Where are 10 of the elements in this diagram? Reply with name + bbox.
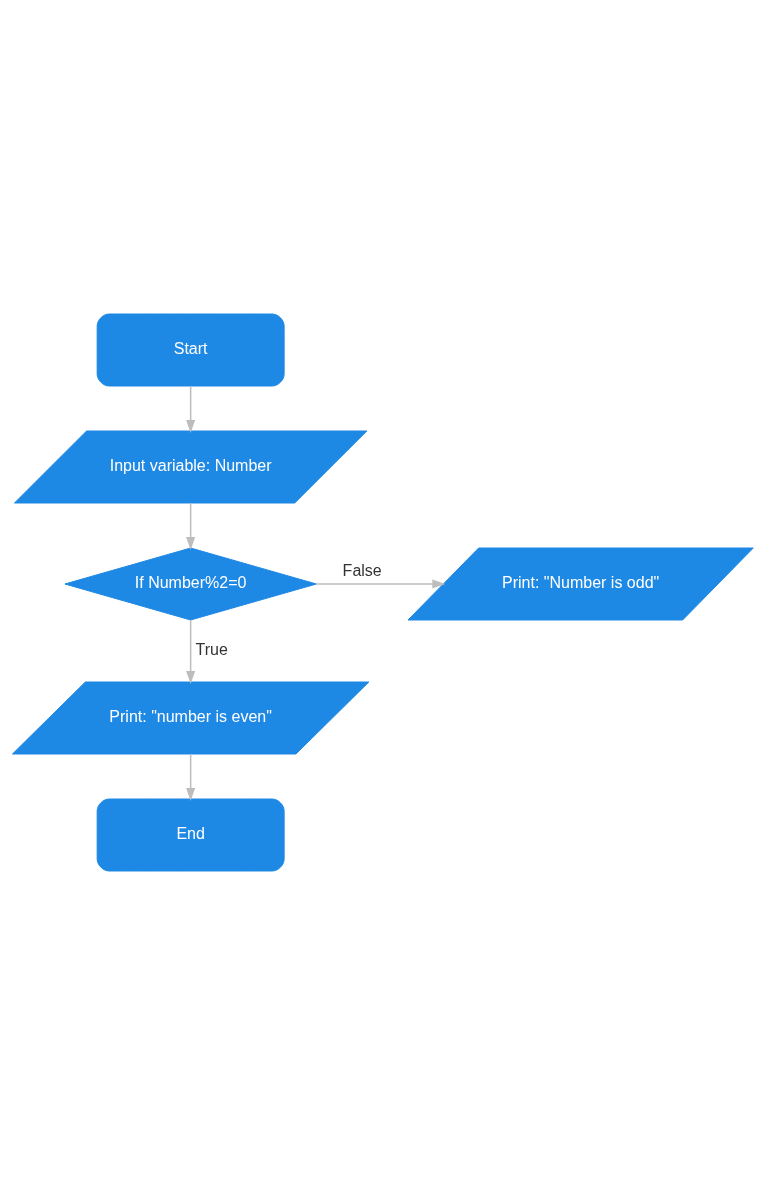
node-box: End: [96, 798, 285, 871]
node-diamond: If Number%2=0: [64, 547, 317, 620]
arrow: [186, 384, 196, 433]
edge-label: False: [342, 561, 382, 579]
node-box: Start: [96, 313, 285, 386]
arrow: [315, 578, 446, 589]
arrow: [186, 752, 196, 801]
arrow: [186, 618, 196, 684]
edge-label: True: [195, 640, 228, 658]
arrow: [186, 501, 196, 550]
